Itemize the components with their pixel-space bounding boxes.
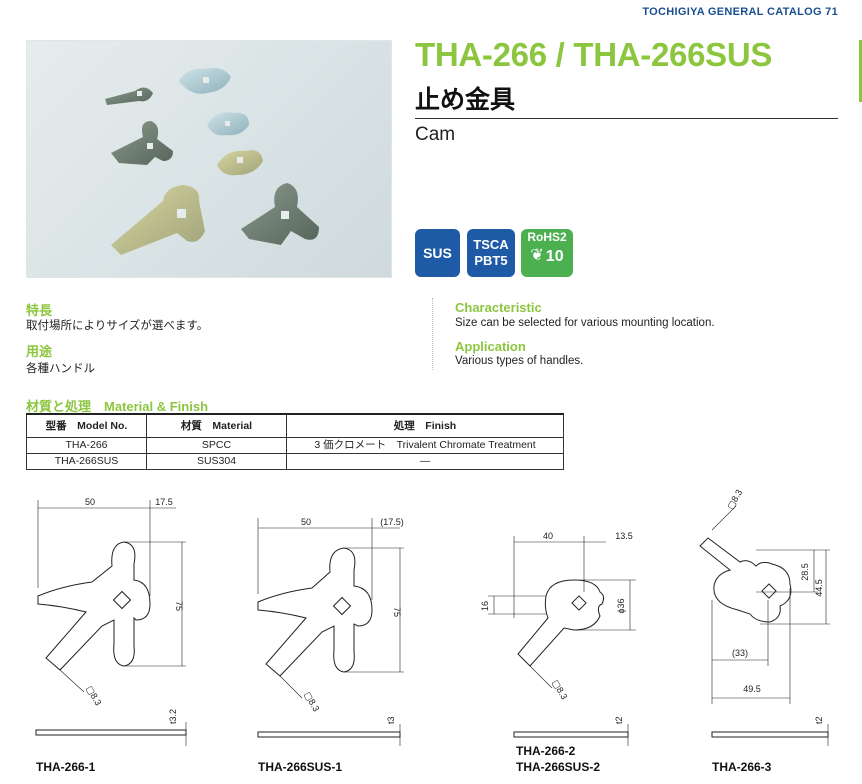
rohs-line2: 10 xyxy=(545,247,564,265)
dim-d3-square: ▢8.3 xyxy=(550,678,569,701)
product-subtitle-en: Cam xyxy=(415,124,456,145)
sus-badge: SUS xyxy=(415,229,460,277)
drawing-tha-266sus-1 xyxy=(257,518,404,746)
drawing-tha-266-2 xyxy=(488,536,636,746)
section-divider xyxy=(432,298,433,370)
dim-d4-square: ▢8.3 xyxy=(725,488,744,511)
drawing-tha-266-1 xyxy=(35,500,187,746)
table-header-row: 型番 Model No. 材質 Material 処理 Finish xyxy=(26,413,564,438)
material-heading: 材質と処理 Material & Finish xyxy=(26,399,209,414)
dim-d3-height: 16 xyxy=(480,601,490,611)
cam-part-3way-large xyxy=(241,183,319,245)
dim-d4-height1: 28.5 xyxy=(800,563,810,581)
cell-finish: 3 価クロメート Trivalent Chromate Treatment xyxy=(286,437,564,454)
drawing-label-4: THA-266-3 xyxy=(712,760,772,774)
cell-material: SPCC xyxy=(146,437,287,454)
cell-model: THA-266 xyxy=(26,437,147,454)
dim-d1-offset: 17.5 xyxy=(155,497,173,507)
cam-part-blue-1 xyxy=(179,68,231,94)
cam-part-small xyxy=(105,87,153,105)
dim-d4-height2: 44.5 xyxy=(814,579,824,597)
feature-text-jp: 取付場所によりサイズが選べます。 xyxy=(26,320,209,332)
leaf-icon: ❦ xyxy=(530,247,544,264)
table-row: THA-266SUS SUS304 — xyxy=(26,453,564,470)
drawing-tha-266-3 xyxy=(699,505,830,746)
tsca-line1: TSCA xyxy=(473,237,509,252)
table-row: THA-266 SPCC 3 価クロメート Trivalent Chromate… xyxy=(26,437,564,454)
rohs-line1: RoHS2 xyxy=(527,230,567,244)
dim-d2-thickness: t3 xyxy=(386,716,396,724)
drawing-label-3a: THA-266-2 xyxy=(516,744,576,758)
product-photo xyxy=(26,40,392,278)
title-divider xyxy=(415,118,838,119)
cam-part-large-lever xyxy=(111,185,205,255)
application-text-jp: 各種ハンドル xyxy=(26,363,95,375)
feature-heading-en: Characteristic xyxy=(455,300,542,315)
dim-d1-thickness: t3.2 xyxy=(168,709,178,724)
application-heading-en: Application xyxy=(455,339,526,354)
tsca-badge: TSCA PBT5 xyxy=(467,229,515,277)
cam-part-3way xyxy=(111,121,173,165)
cell-material: SUS304 xyxy=(146,453,287,470)
dim-d1-square: ▢8.3 xyxy=(84,684,103,707)
dim-d4-thickness: t2 xyxy=(814,716,824,724)
dim-d2-offset: (17.5) xyxy=(380,517,404,527)
drawing-label-1: THA-266-1 xyxy=(36,760,96,774)
col-material: 材質 Material xyxy=(146,413,287,438)
drawing-label-3b: THA-266SUS-2 xyxy=(516,760,601,774)
dim-d1-height: 75 xyxy=(174,601,184,611)
cell-model: THA-266SUS xyxy=(26,453,147,470)
material-table: 型番 Model No. 材質 Material 処理 Finish THA-2… xyxy=(26,413,564,470)
dim-d3-thickness: t2 xyxy=(614,716,624,724)
dim-d2-square: ▢8.3 xyxy=(302,690,321,713)
drawing-label-2: THA-266SUS-1 xyxy=(258,760,343,774)
cam-part-blue-2 xyxy=(207,112,249,136)
tsca-line2: PBT5 xyxy=(474,253,508,268)
feature-text-en: Size can be selected for various mountin… xyxy=(455,317,715,329)
col-model: 型番 Model No. xyxy=(26,413,147,438)
dim-d4-width2: 49.5 xyxy=(743,684,761,694)
application-heading-jp: 用途 xyxy=(26,344,53,359)
dim-d1-width: 50 xyxy=(85,497,95,507)
catalog-header: TOCHIGIYA GENERAL CATALOG 71 xyxy=(642,6,838,18)
dim-d4-width1: (33) xyxy=(732,648,748,658)
application-text-en: Various types of handles. xyxy=(455,355,584,367)
dim-d2-width: 50 xyxy=(301,517,311,527)
dim-d3-width: 40 xyxy=(543,531,553,541)
rohs-badge: RoHS2 ❦ 10 xyxy=(521,229,573,277)
feature-heading-jp: 特長 xyxy=(26,303,53,318)
cell-finish: — xyxy=(286,453,564,470)
dim-d2-height: 75 xyxy=(392,607,402,617)
col-finish: 処理 Finish xyxy=(286,413,564,438)
product-title: THA-266 / THA-266SUS xyxy=(415,36,773,73)
dim-d3-diameter: ϕ36 xyxy=(616,598,626,613)
side-tab-marker xyxy=(859,40,862,102)
product-subtitle-jp: 止め金具 xyxy=(415,85,516,114)
technical-drawings: 50 17.5 75 ▢8.3 t3.2 50 (17.5) 75 ▢8.3 t… xyxy=(35,488,830,746)
dim-d3-offset: 13.5 xyxy=(615,531,633,541)
cam-part-yellow-small xyxy=(217,150,263,176)
